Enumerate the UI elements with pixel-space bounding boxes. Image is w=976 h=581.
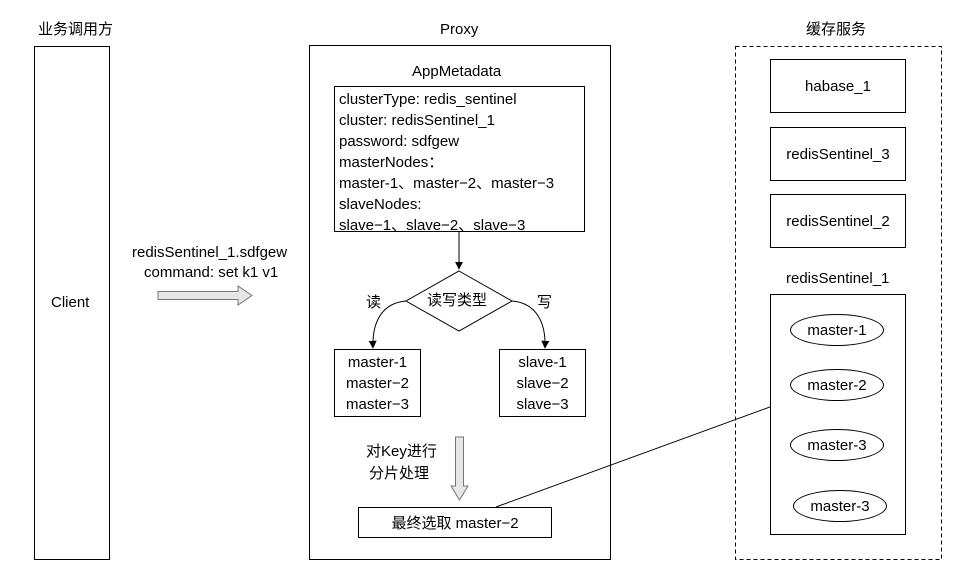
client-column [34, 46, 110, 560]
result-to-master2-arrow [495, 394, 801, 508]
metadata-line: slave−1、slave−2、slave−3 [339, 217, 526, 234]
request-arrow [157, 285, 253, 306]
decision-diamond [404, 270, 514, 332]
write-nodes-box: slave-1 slave−2 slave−3 [499, 349, 586, 417]
write-node: slave−3 [516, 395, 569, 413]
read-node: master−3 [346, 395, 409, 413]
metadata-title: AppMetadata [412, 63, 502, 80]
metadata-line: clusterType: redis_sentinel [339, 91, 517, 108]
request-line-1: redisSentinel_1.sdfgew [132, 244, 288, 261]
cache-frame [735, 46, 942, 560]
write-node: slave−2 [516, 374, 569, 392]
write-branch-arrow [511, 300, 550, 349]
master-node-3-duplicate: master-3 [793, 490, 887, 522]
sharding-line-1: 对Key进行 [366, 443, 437, 460]
write-node: slave-1 [518, 353, 567, 371]
proxy-frame [309, 45, 611, 560]
metadata-line: password: sdfgew [339, 133, 460, 150]
cache-header: 缓存服务 [806, 21, 867, 38]
proxy-header: Proxy [440, 21, 479, 38]
master-node-1: master-1 [790, 314, 884, 346]
service-redis-sentinel-2: redisSentinel_2 [770, 194, 906, 248]
master-node-3: master-3 [790, 429, 884, 461]
read-branch-label: 读 [366, 294, 382, 311]
service-habase-1: habase_1 [770, 59, 906, 113]
read-nodes-box: master-1 master−2 master−3 [334, 349, 421, 417]
master-node-2: master-2 [790, 369, 884, 401]
sharding-line-2: 分片处理 [369, 465, 430, 482]
read-node: master−2 [346, 374, 409, 392]
metadata-line: cluster: redisSentinel_1 [339, 112, 495, 129]
service-redis-sentinel-3: redisSentinel_3 [770, 127, 906, 181]
request-line-2: command: set k1 v1 [144, 264, 279, 281]
caller-header: 业务调用方 [38, 21, 114, 38]
metadata-line: masterNodes： [339, 154, 444, 171]
result-box: 最终选取 master−2 [358, 507, 552, 538]
sharding-arrow [450, 436, 469, 501]
sentinel-1-title: redisSentinel_1 [786, 270, 890, 287]
metadata-line: slaveNodes: [339, 196, 422, 213]
write-branch-label: 写 [537, 294, 553, 311]
metadata-line: master-1、master−2、master−3 [339, 175, 555, 192]
metadata-box: clusterType: redis_sentinel cluster: red… [334, 86, 585, 234]
read-node: master-1 [347, 353, 408, 371]
decision-label: 读写类型 [427, 292, 488, 309]
client-label: Client [51, 294, 90, 311]
read-branch-arrow [368, 300, 407, 349]
